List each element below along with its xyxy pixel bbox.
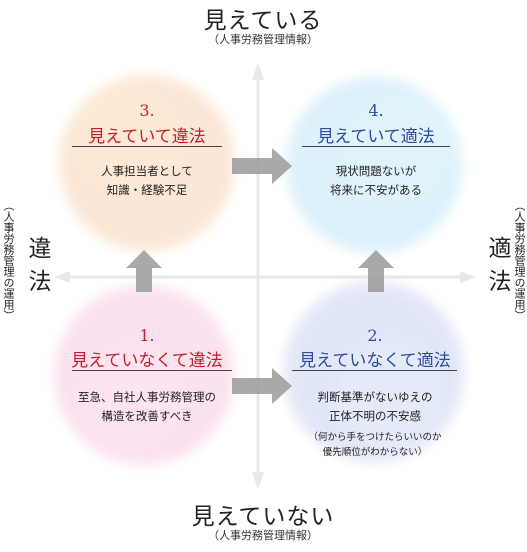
axis-arrow-left-icon [54,271,70,283]
flow-arrow-2-to-4-icon [358,250,394,292]
q2-note-line2: 優先順位がわからない） [322,447,428,458]
left-axis-title: 違法 [24,236,50,302]
flow-arrow-3-to-4-icon [232,148,292,184]
top-axis-subtitle: （人事労務管理情報） [208,33,318,46]
axis-arrow-right-icon [460,271,476,283]
bottom-axis-title: 見えていない [191,504,335,530]
right-axis-title: 適法 [484,236,510,302]
q3-title-rule [72,146,222,147]
q2-title: 見えていなくて適法 [299,351,451,371]
q1-title-rule [72,370,232,371]
q4-desc-line1: 現状問題ないが [335,164,417,178]
q3-number: 3. [139,101,155,120]
q4-title-rule [302,146,450,147]
q2-desc-line2: 正体不明の不安感 [329,409,421,423]
axis-arrow-down-icon [252,472,264,490]
top-axis-title: 見えている [203,8,323,34]
q4-desc-line2: 将来に不安がある [330,183,422,197]
bottom-axis-subtitle: （人事労務管理情報） [208,529,318,542]
right-axis-subtitle: （人事労務管理の運用） [513,200,526,321]
flow-arrow-1-to-3-icon [126,250,162,292]
q3-title: 見えていて違法 [88,127,206,147]
q2-desc-line1: 判断基準がないゆえの [317,390,433,404]
q3-desc-line2: 知識・経験不足 [106,183,188,197]
q1-number: 1. [139,326,155,345]
left-axis-subtitle: （人事労務管理の運用） [2,200,15,321]
q1-desc-line1: 至急、自社人事労務管理の [78,390,216,404]
axis-arrow-up-icon [252,62,264,80]
q2-note-line1: （何から手をつけたらいいのか [308,432,442,443]
q4-title: 見えていて適法 [317,127,435,147]
q3-desc-line1: 人事担当者として [101,164,193,178]
q2-number: 2. [367,326,383,345]
q1-title: 見えていなくて違法 [71,351,223,371]
q4-number: 4. [368,101,384,120]
q2-title-rule [292,370,457,371]
flow-arrow-1-to-2-icon [232,368,292,404]
q1-desc-line2: 構造を改善すべき [101,409,193,423]
